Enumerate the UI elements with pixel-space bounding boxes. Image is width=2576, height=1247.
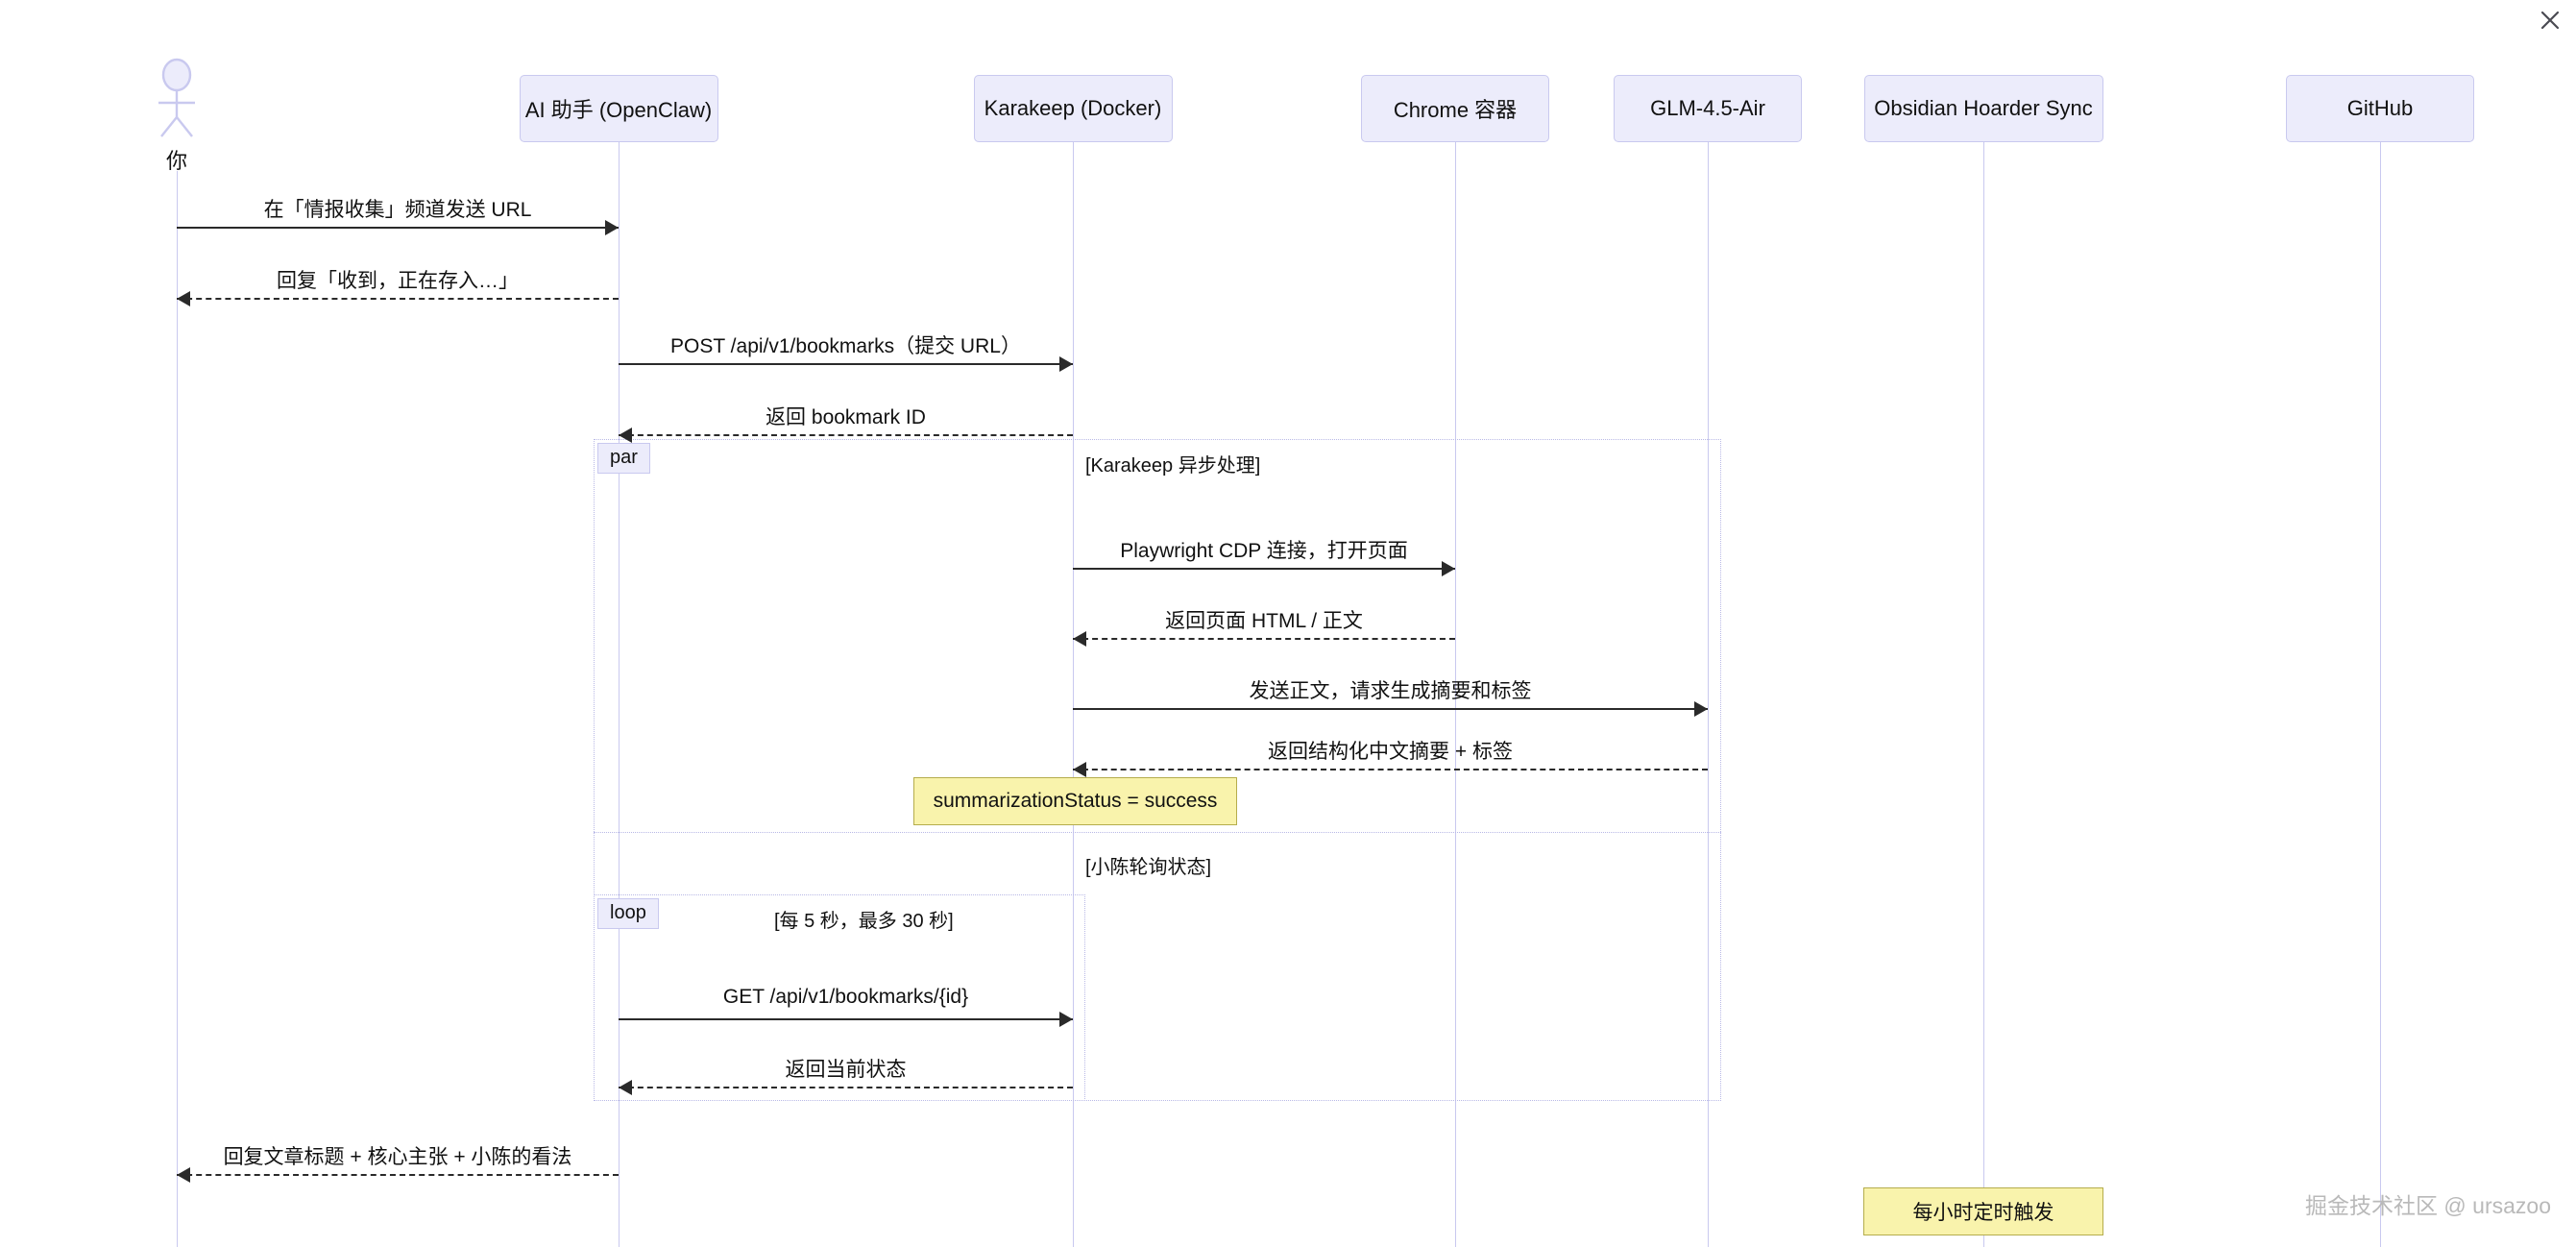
msg-return-id-line: [619, 434, 1073, 436]
par-branch-karakeep-divider: [594, 832, 1721, 833]
msg-return-html-arrowhead-icon: [1073, 631, 1086, 647]
msg-post-bookmarks-label: POST /api/v1/bookmarks（提交 URL）: [670, 335, 1021, 357]
participant-ai-assistant[interactable]: AI 助手 (OpenClaw): [519, 75, 718, 142]
msg-return-html-label: 返回页面 HTML / 正文: [1165, 610, 1363, 632]
msg-ack-reply-line: [177, 298, 619, 300]
msg-playwright-cdp-label: Playwright CDP 连接，打开页面: [1120, 540, 1408, 562]
lifeline-ai-assistant: [619, 142, 620, 1247]
lifeline-karakeep: [1073, 142, 1074, 1247]
participant-chrome[interactable]: Chrome 容器: [1361, 75, 1549, 142]
participant-obsidian[interactable]: Obsidian Hoarder Sync: [1863, 75, 2103, 142]
msg-send-url-line: [177, 227, 619, 229]
msg-get-bookmark-line: [619, 1018, 1073, 1020]
msg-return-status-line: [619, 1087, 1073, 1088]
fragment-loop-tag: loop: [597, 898, 659, 929]
note-hourly-trigger: 每小时定时触发: [1863, 1187, 2103, 1235]
actor-figure-icon: [150, 58, 204, 139]
msg-return-summary-label: 返回结构化中文摘要 + 标签: [1268, 741, 1513, 763]
msg-return-summary-line: [1073, 769, 1708, 770]
msg-final-reply-arrowhead-icon: [177, 1167, 190, 1183]
msg-get-bookmark-arrowhead-icon: [1059, 1012, 1073, 1027]
participant-github[interactable]: GitHub: [2286, 75, 2474, 142]
msg-ack-reply-arrowhead-icon: [177, 291, 190, 306]
msg-return-summary-arrowhead-icon: [1073, 762, 1086, 777]
msg-get-bookmark-label: GET /api/v1/bookmarks/{id}: [722, 986, 969, 1008]
par-branch-karakeep-condition: [Karakeep 异步处理]: [1085, 455, 1261, 477]
msg-send-body-arrowhead-icon: [1694, 701, 1708, 717]
msg-send-url-label: 在「情报收集」频道发送 URL: [263, 199, 532, 221]
loop-branch-condition: [每 5 秒，最多 30 秒]: [774, 911, 954, 932]
lifeline-glm: [1708, 142, 1709, 1247]
msg-return-html-line: [1073, 638, 1455, 640]
lifeline-obsidian: [1983, 142, 1984, 1247]
participant-glm[interactable]: GLM-4.5-Air: [1614, 75, 1802, 142]
msg-return-id-arrowhead-icon: [619, 428, 632, 443]
msg-ack-reply-label: 回复「收到，正在存入…」: [277, 270, 519, 292]
fragment-par: [594, 439, 1721, 1101]
msg-return-status-arrowhead-icon: [619, 1080, 632, 1095]
watermark: 掘金技术社区 @ ursazoo: [2305, 1193, 2551, 1218]
msg-playwright-cdp-line: [1073, 568, 1455, 570]
participant-karakeep[interactable]: Karakeep (Docker): [973, 75, 1173, 142]
msg-return-status-label: 返回当前状态: [785, 1059, 907, 1081]
msg-final-reply-label: 回复文章标题 + 核心主张 + 小陈的看法: [223, 1146, 572, 1168]
lifeline-actor-you: [177, 171, 178, 1247]
close-icon[interactable]: [2538, 8, 2563, 33]
note-summarization-status: summarizationStatus = success: [913, 777, 1237, 825]
actor-label-you: 你: [165, 149, 187, 173]
msg-post-bookmarks-arrowhead-icon: [1059, 356, 1073, 372]
msg-playwright-cdp-arrowhead-icon: [1442, 561, 1455, 576]
lifeline-github: [2380, 142, 2381, 1247]
fragment-loop: [594, 894, 1085, 1101]
msg-send-url-arrowhead-icon: [605, 220, 619, 235]
lifeline-chrome: [1455, 142, 1456, 1247]
msg-post-bookmarks-line: [619, 363, 1073, 365]
msg-send-body-label: 发送正文，请求生成摘要和标签: [1249, 680, 1532, 702]
msg-return-id-label: 返回 bookmark ID: [766, 406, 926, 428]
fragment-par-tag: par: [597, 443, 650, 474]
par-branch-poll-condition: [小陈轮询状态]: [1085, 857, 1212, 878]
msg-final-reply-line: [177, 1174, 619, 1176]
msg-send-body-line: [1073, 708, 1708, 710]
